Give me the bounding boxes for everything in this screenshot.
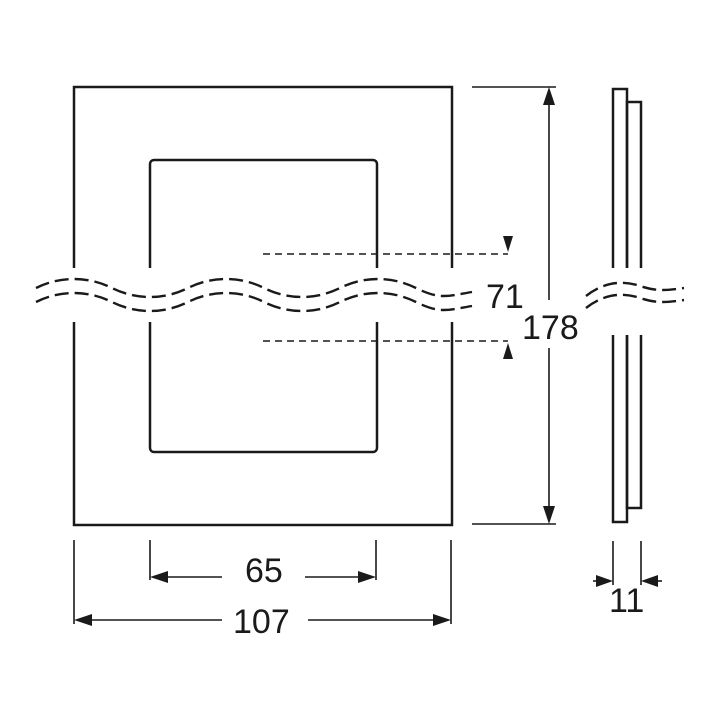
arrow-71-top — [503, 236, 513, 252]
dim-depth: 11 — [609, 582, 644, 620]
arrow-65-left — [150, 571, 168, 583]
outer-frame-top — [72, 85, 454, 268]
arrow-107-left — [74, 614, 92, 626]
outer-frame-bottom — [72, 322, 454, 527]
inner-opening-bottom — [148, 322, 379, 454]
height-dimension: 178 — [472, 86, 579, 525]
arrow-11-right — [641, 575, 658, 587]
front-view: 71 — [35, 85, 524, 527]
overall-width-dimension: 107 — [73, 540, 452, 641]
arrow-65-right — [358, 571, 376, 583]
side-plate-front — [611, 87, 629, 268]
side-break-upper — [585, 281, 685, 297]
arrow-178-top — [543, 87, 555, 105]
dim-inner-width: 65 — [245, 552, 283, 590]
arrow-107-right — [433, 614, 451, 626]
side-plate-front-lower — [611, 335, 629, 524]
arrow-178-bottom — [543, 506, 555, 524]
break-line-upper — [35, 277, 473, 299]
arrow-71-bottom — [503, 343, 513, 359]
side-plate-back — [625, 100, 643, 268]
arrow-11-left — [596, 575, 613, 587]
side-view: 11 — [585, 87, 685, 620]
dim-overall-width: 107 — [233, 603, 290, 641]
dim-inner-height: 71 — [486, 278, 524, 316]
dim-overall-height: 178 — [522, 309, 579, 347]
inner-width-dimension: 65 — [149, 540, 377, 590]
break-line-lower — [35, 291, 473, 313]
side-break-lower — [585, 293, 685, 309]
inner-opening-top — [148, 158, 379, 268]
side-plate-back-lower — [625, 335, 643, 510]
